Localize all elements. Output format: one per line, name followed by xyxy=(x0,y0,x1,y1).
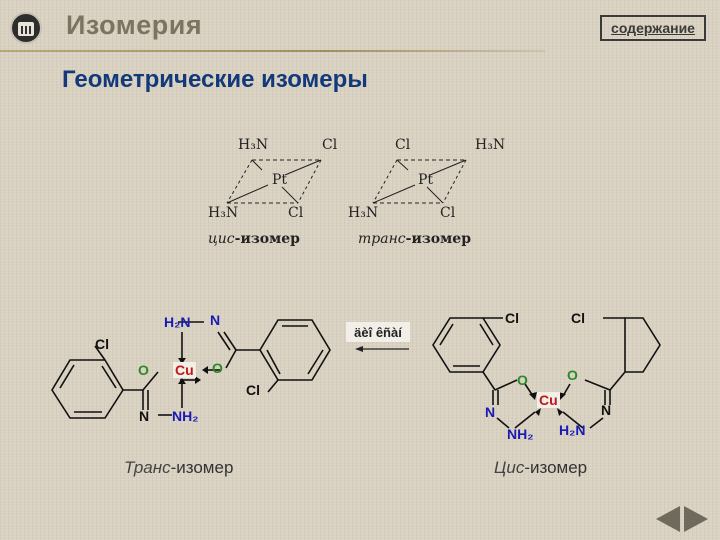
left-arrow-icon xyxy=(355,346,409,352)
atom-n: N xyxy=(485,404,496,420)
atom-nh2: NH₂ xyxy=(507,426,534,442)
university-logo xyxy=(10,12,42,44)
cu-trans-diagram: Cl Cl H₂N N O Cu O N NH₂ xyxy=(40,300,340,480)
atom-label: Cl xyxy=(288,205,304,221)
atom-n: N xyxy=(139,408,150,424)
cu-cis-diagram: Cl Cl O O Cu N N NH₂ H₂N xyxy=(425,310,715,450)
atom-o: O xyxy=(517,372,528,388)
transition-label: äèî êñàí xyxy=(346,322,410,342)
atom-label: H₃N xyxy=(208,205,239,221)
atom-n: N xyxy=(210,312,221,328)
atom-label: Pt xyxy=(272,172,288,188)
atom-cl: Cl xyxy=(571,310,585,326)
contents-button[interactable]: содержание xyxy=(600,15,706,41)
atom-o: O xyxy=(567,367,578,383)
slide-navigation xyxy=(656,506,708,532)
atom-label: Cl xyxy=(395,137,411,153)
atom-o: O xyxy=(138,362,149,378)
atom-label: H₃N xyxy=(475,137,506,153)
slide-subtitle: Геометрические изомеры xyxy=(62,66,368,93)
cis-cu-caption: Цис-изомер xyxy=(494,458,588,477)
trans-caption: транс-изомер xyxy=(358,231,471,247)
next-slide-icon[interactable] xyxy=(684,506,708,532)
atom-nh2: H₂N xyxy=(559,422,586,438)
atom-cu: Cu xyxy=(173,362,196,378)
atom-label: H₃N xyxy=(238,137,269,153)
atom-cu: Cu xyxy=(537,392,560,408)
atom-cl: Cl xyxy=(505,310,519,326)
contents-button-label: содержание xyxy=(611,20,695,36)
atom-o: O xyxy=(212,360,223,376)
atom-label: Cl xyxy=(322,137,338,153)
atom-nh2: NH₂ xyxy=(172,408,199,424)
trans-cu-caption: Транс-изомер xyxy=(124,458,234,477)
pt-cis-diagram: H₃N Cl Pt H₃N Cl цис-изомер Cl H₃N Pt H₃… xyxy=(190,125,520,255)
prev-slide-icon[interactable] xyxy=(656,506,680,532)
header-divider xyxy=(0,50,545,52)
atom-cl: Cl xyxy=(95,336,109,352)
atom-label: Cl xyxy=(440,205,456,221)
atom-label: H₃N xyxy=(348,205,379,221)
atom-nh2: H₂N xyxy=(164,314,191,330)
atom-cl: Cl xyxy=(246,382,260,398)
cis-caption: цис-изомер xyxy=(208,231,300,247)
atom-label: Pt xyxy=(418,172,434,188)
atom-n: N xyxy=(601,402,612,418)
app-title: Изомерия xyxy=(66,10,203,40)
